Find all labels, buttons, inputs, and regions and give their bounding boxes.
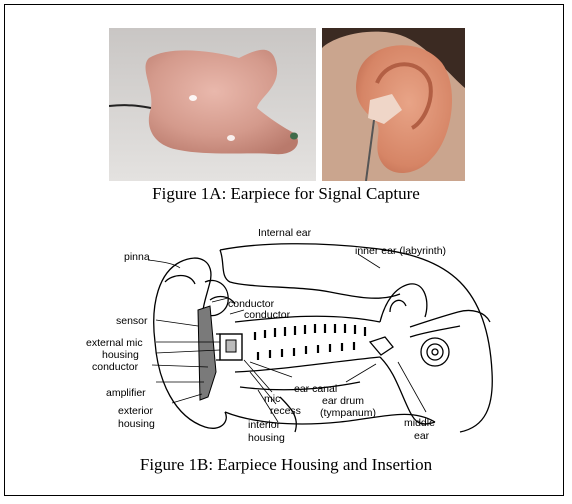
label-conductor-left: conductor bbox=[92, 361, 139, 373]
label-internal-ear: Internal ear bbox=[258, 227, 312, 239]
label-ear-canal: ear canal bbox=[294, 383, 337, 395]
figure-1a-caption: Figure 1A: Earpiece for Signal Capture bbox=[0, 184, 572, 204]
label-interior: interior bbox=[248, 419, 281, 431]
earpiece-photo bbox=[109, 28, 316, 181]
label-middle: middle bbox=[404, 417, 435, 429]
label-sensor: sensor bbox=[116, 315, 148, 327]
label-mic: mic bbox=[264, 393, 280, 405]
label-external-mic: external mic bbox=[86, 337, 143, 349]
label-tympanum: (tympanum) bbox=[320, 407, 376, 419]
figure-1b-caption: Figure 1B: Earpiece Housing and Insertio… bbox=[0, 455, 572, 475]
label-middle-ear: ear bbox=[414, 430, 430, 442]
label-recess: recess bbox=[270, 405, 301, 417]
label-exterior-housing: housing bbox=[118, 418, 155, 430]
label-exterior: exterior bbox=[118, 405, 154, 417]
label-amplifier: amplifier bbox=[106, 387, 146, 399]
ear-photo bbox=[322, 28, 465, 181]
ear-anatomy-diagram: Internal ear pinna inner ear (labyrinth)… bbox=[80, 222, 500, 454]
label-ear-drum: ear drum bbox=[322, 395, 364, 407]
label-housing-mic: housing bbox=[102, 349, 139, 361]
label-interior-housing: housing bbox=[248, 432, 285, 444]
label-pinna: pinna bbox=[124, 251, 150, 263]
label-inner-ear: inner ear (labyrinth) bbox=[355, 245, 446, 257]
label-conductor-lower: conductor bbox=[244, 309, 291, 321]
